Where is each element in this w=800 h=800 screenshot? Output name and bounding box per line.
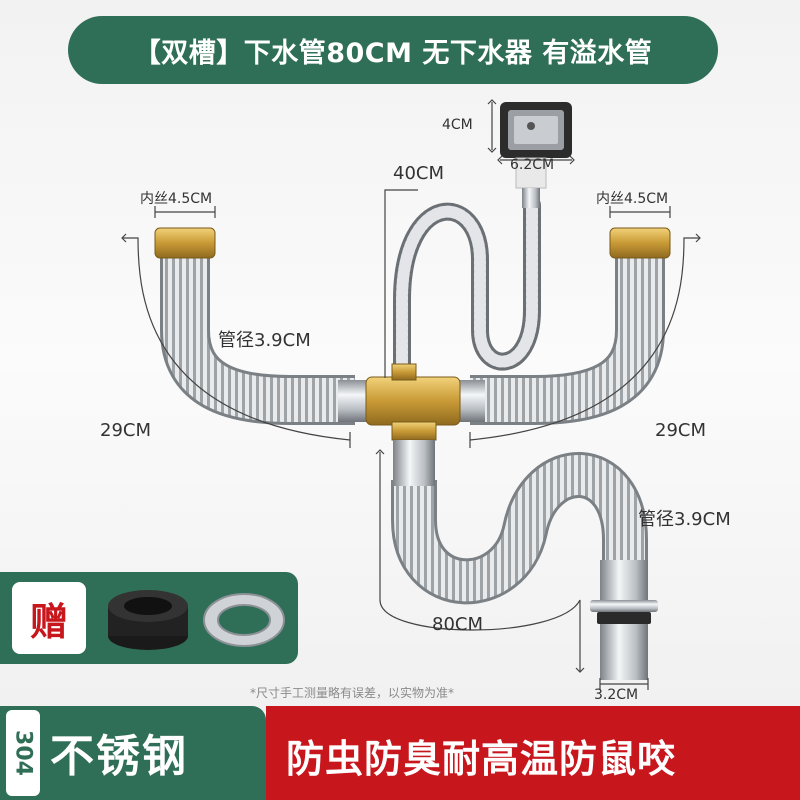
steel-ring-image: [203, 593, 285, 647]
outlet-diameter-label: 3.2CM: [594, 687, 639, 703]
overflow-width-label: 6.2CM: [510, 157, 555, 173]
right-pipe-diameter-label: 管径3.9CM: [638, 509, 731, 530]
left-drain-arm: [160, 255, 355, 425]
features-bar: 防虫防臭耐高温防鼠咬: [266, 706, 800, 800]
overflow-hose-label: 40CM: [393, 163, 445, 184]
material-label: 不锈钢: [50, 731, 188, 782]
material-bar: 304 不锈钢: [0, 706, 266, 800]
right-drain-arm: [470, 255, 665, 425]
grade-label: 304: [10, 730, 36, 776]
gift-label: 赠: [29, 599, 68, 644]
measurement-note: *尺寸手工测量略有误差，以实物为准*: [250, 686, 455, 700]
lower-drain-hose: [391, 452, 648, 605]
right-brass-nut: [609, 227, 671, 259]
brass-tee: [338, 363, 485, 486]
right-thread-label: 内丝4.5CM: [596, 191, 669, 207]
left-brass-nut: [154, 227, 216, 259]
left-thread-label: 内丝4.5CM: [140, 191, 213, 207]
grade-tag: 304: [6, 710, 40, 796]
overflow-height-label: 4CM: [442, 117, 473, 133]
overflow-hose: [393, 196, 541, 387]
drain-length-label: 80CM: [432, 614, 484, 635]
dimension-lines: [121, 99, 701, 690]
rubber-seal-image: [108, 590, 188, 650]
outlet-tailpiece: [590, 560, 658, 680]
gift-panel: 赠: [0, 572, 298, 664]
overflow-cover: [500, 102, 572, 208]
right-arm-length-label: 29CM: [655, 420, 707, 441]
page-title: 【双槽】下水管80CM 无下水器 有溢水管: [133, 37, 653, 69]
features-label: 防虫防臭耐高温防鼠咬: [286, 737, 677, 781]
left-arm-length-label: 29CM: [100, 420, 152, 441]
title-banner: 【双槽】下水管80CM 无下水器 有溢水管: [68, 16, 718, 84]
left-pipe-diameter-label: 管径3.9CM: [218, 330, 311, 351]
gift-badge: 赠: [12, 582, 86, 654]
